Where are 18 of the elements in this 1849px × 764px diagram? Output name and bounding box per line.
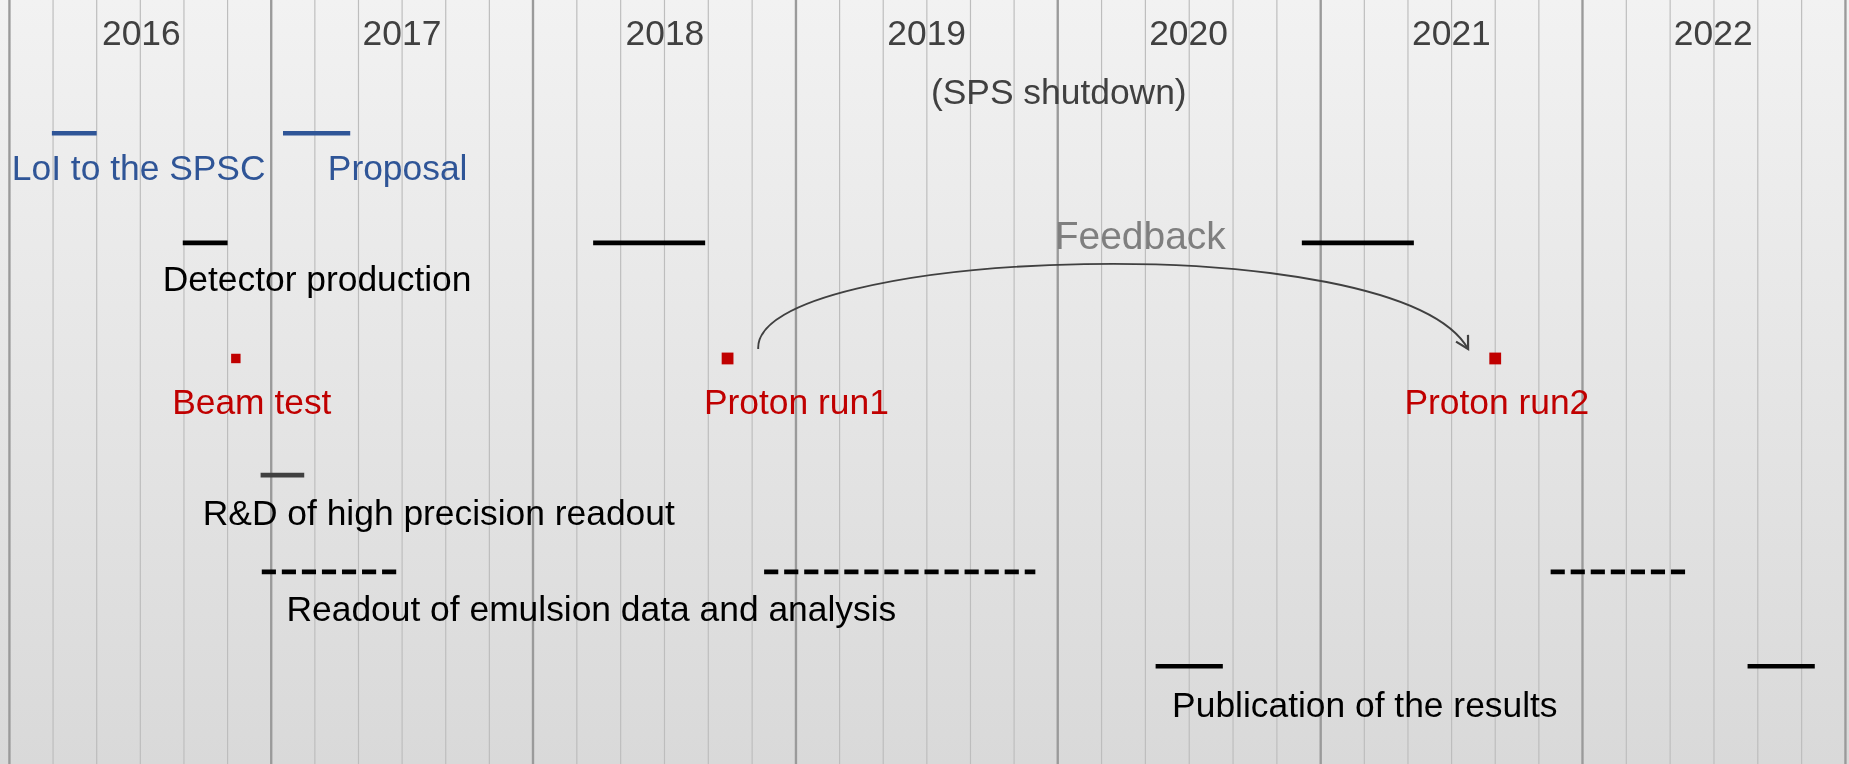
milestone-label: Proton run2 <box>1404 383 1590 421</box>
year-label: 2019 <box>887 14 967 52</box>
task-label: Detector production <box>162 260 472 299</box>
task-label: R&D of high precision readout <box>202 494 675 532</box>
year-label: 2022 <box>1673 14 1753 52</box>
year-label: 2017 <box>362 14 442 52</box>
task-label: Proposal <box>327 149 468 188</box>
milestone-label: Beam test <box>172 383 332 421</box>
year-label: 2018 <box>625 14 705 52</box>
feedback-arrow <box>757 263 1470 351</box>
milestone-label: Proton run1 <box>704 383 890 421</box>
task-label: Publication of the results <box>1172 686 1558 725</box>
year-label: 2016 <box>102 14 181 52</box>
shutdown-note: (SPS shutdown) <box>931 73 1187 111</box>
year-label: 2020 <box>1149 14 1228 52</box>
task-label: Readout of emulsion data and analysis <box>286 590 897 629</box>
year-label: 2021 <box>1412 14 1491 52</box>
task-label: LoI to the SPSC <box>11 149 266 188</box>
